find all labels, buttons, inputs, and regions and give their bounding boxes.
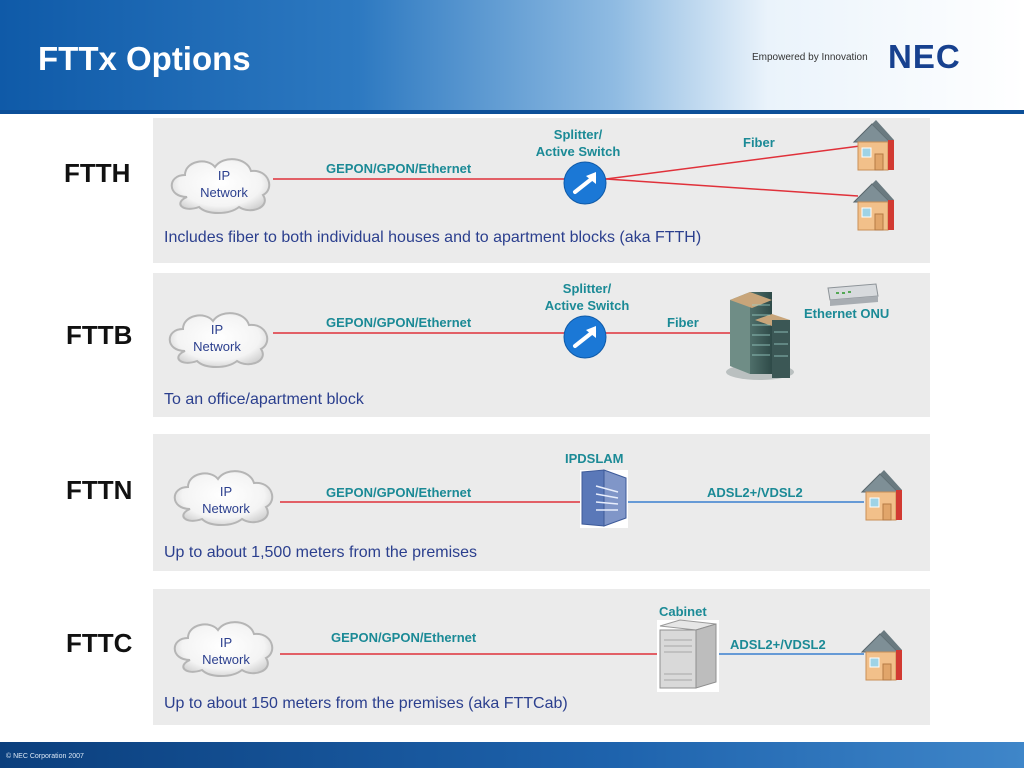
- row-caption: To an office/apartment block: [164, 391, 364, 408]
- ethernet-onu-device-icon: [827, 283, 879, 306]
- panel-fttc: [153, 589, 930, 725]
- fiber-line: [605, 145, 861, 180]
- link-label: GEPON/GPON/Ethernet: [326, 161, 472, 176]
- fiber-line: [605, 178, 859, 197]
- link-label: GEPON/GPON/Ethernet: [326, 485, 472, 500]
- page-title: FTTx Options: [38, 40, 251, 77]
- row-caption: Up to about 150 meters from the premises…: [164, 695, 568, 712]
- splitter-switch-icon: [562, 160, 608, 206]
- svg-text:NEC: NEC: [888, 40, 961, 72]
- row-label-ftth: FTTH: [64, 158, 131, 188]
- copyright: © NEC Corporation 2007: [6, 753, 84, 760]
- link-label: GEPON/GPON/Ethernet: [326, 315, 472, 330]
- header-banner: [0, 0, 1024, 113]
- row-label-fttb: FTTB: [66, 320, 133, 350]
- panel-fttb: [153, 273, 930, 417]
- node-label: IPDSLAM: [565, 451, 624, 466]
- row-caption: Includes fiber to both individual houses…: [164, 229, 702, 246]
- splitter-switch-icon: [562, 314, 608, 360]
- node-label: Splitter/Active Switch: [535, 127, 621, 159]
- house-icon: [853, 119, 895, 171]
- ipdslam-device-icon: [580, 469, 628, 528]
- fiber-label: Fiber: [667, 315, 699, 330]
- house-icon: [853, 179, 895, 231]
- panel-ftth: [153, 118, 930, 263]
- tagline: Empowered by Innovation: [752, 52, 868, 63]
- link-label: GEPON/GPON/Ethernet: [331, 630, 477, 645]
- header-divider: [0, 110, 1024, 114]
- fiber-label: Fiber: [743, 135, 775, 150]
- dsl-label: ADSL2+/VDSL2: [707, 485, 803, 500]
- footer-bar: [0, 742, 1024, 768]
- office-building-icon: [726, 292, 794, 380]
- street-cabinet-icon: [657, 619, 719, 692]
- row-label-fttn: FTTN: [66, 475, 133, 505]
- dsl-label: ADSL2+/VDSL2: [730, 637, 826, 652]
- nec-logo: NEC: [888, 40, 961, 72]
- onu-label: Ethernet ONU: [804, 306, 890, 321]
- node-label: Cabinet: [659, 604, 707, 619]
- house-icon: [861, 629, 903, 681]
- node-label: Splitter/Active Switch: [544, 281, 630, 313]
- row-caption: Up to about 1,500 meters from the premis…: [164, 544, 478, 561]
- house-icon: [861, 469, 903, 521]
- row-label-fttc: FTTC: [66, 628, 133, 658]
